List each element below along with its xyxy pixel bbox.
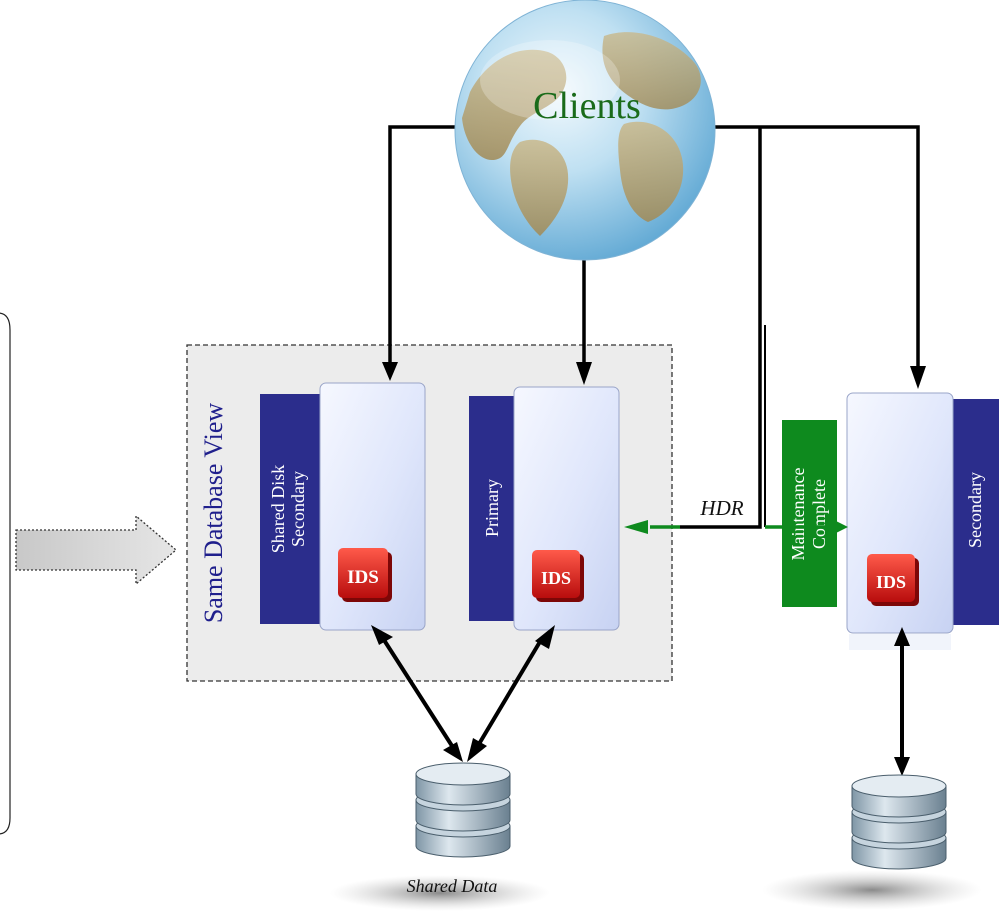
globe-icon	[454, 0, 716, 261]
connector-primary-shared-data	[474, 638, 543, 751]
sds-ids-text: IDS	[347, 567, 379, 588]
sds-server: Shared Disk Secondary IDS	[260, 382, 426, 631]
clients-label: Clients	[533, 85, 641, 127]
shared-disk-shadow	[330, 875, 550, 911]
hdr-label: HDR	[699, 496, 743, 520]
primary-label: Primary	[482, 479, 502, 537]
maintenance-complete-band	[782, 420, 837, 607]
side-panel-border	[0, 312, 11, 835]
primary-server: Primary IDS	[469, 386, 620, 631]
arrowhead-to-sds	[382, 362, 398, 381]
secondary-ids-text: IDS	[876, 572, 906, 592]
secondary-server: Secondary IDS	[846, 392, 999, 650]
same-database-view-label: Same Database View	[199, 403, 228, 624]
storage-connectors	[382, 638, 904, 760]
secondary-disk-icon	[851, 774, 947, 870]
secondary-disk-shadow	[762, 870, 982, 910]
client-connectors	[388, 125, 920, 529]
maintenance-complete-box: Maintenance Complete	[782, 420, 837, 607]
primary-ids-badge: IDS	[532, 550, 584, 602]
secondary-ids-badge: IDS	[867, 554, 919, 606]
sds-ids-badge: IDS	[338, 548, 392, 602]
connector-clients-secondary	[712, 125, 920, 366]
sds-label-line2: Secondary	[288, 471, 308, 547]
arrowhead-maintenance-to-secondary	[836, 521, 848, 533]
arrowhead-hdr-to-primary	[624, 520, 648, 534]
secondary-label-band	[950, 399, 999, 625]
arrowhead-shared-from-primary	[467, 738, 487, 762]
secondary-label: Secondary	[965, 472, 985, 548]
shared-data-label: Shared Data	[407, 876, 498, 896]
arrowhead-secondary-data	[894, 757, 910, 776]
arrowhead-to-primary	[576, 362, 592, 385]
sds-label-line1: Shared Disk	[268, 465, 288, 554]
arrowhead-shared-from-sds	[443, 742, 463, 762]
maintenance-label-line1: Maintenance	[788, 468, 808, 561]
connector-sds-shared-data	[382, 638, 456, 751]
arrowhead-secondary-up	[894, 627, 910, 646]
maintenance-label-line2: Complete	[809, 479, 829, 549]
primary-label-band	[469, 396, 514, 621]
connector-clients-sds	[388, 125, 460, 362]
arrowhead-sds-up	[371, 625, 393, 645]
sds-label-band	[260, 394, 320, 624]
dotted-block-arrow	[15, 514, 178, 586]
arrowhead-to-secondary	[910, 366, 926, 389]
primary-ids-text: IDS	[541, 568, 571, 588]
shared-data-disk-icon	[415, 762, 511, 858]
connector-hdr-line	[680, 127, 762, 529]
arrowhead-primary-up	[535, 625, 555, 649]
